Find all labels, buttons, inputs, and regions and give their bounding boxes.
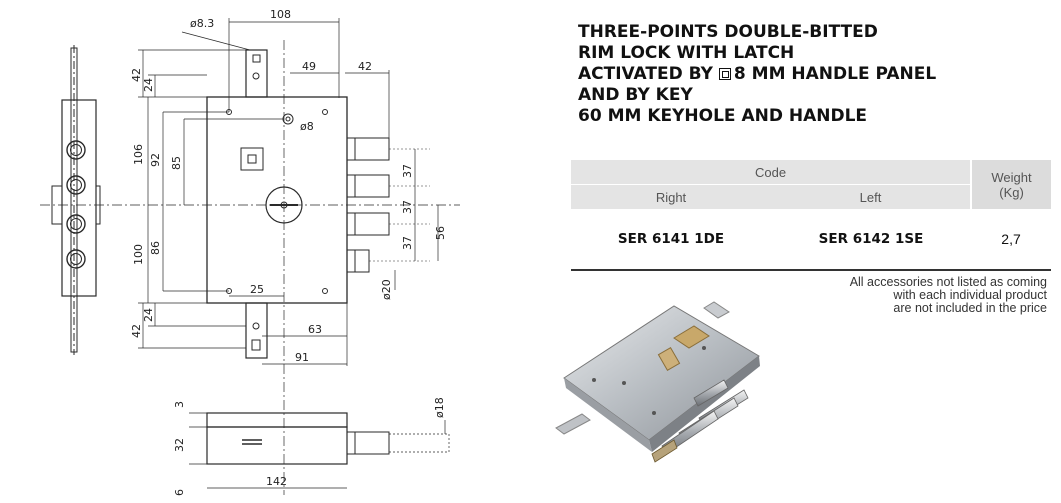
table-row: SER 6141 1DE SER 6142 1SE 2,7 [571, 209, 1052, 271]
dim-d20: ø20 [380, 279, 393, 300]
dim-d63: 63 [308, 323, 322, 336]
dim-d18: ø18 [433, 397, 446, 418]
dim-d56: 56 [434, 226, 447, 240]
title-line-3: ACTIVATED BY 8 MM HANDLE PANEL [578, 64, 1048, 85]
dim-d32: 32 [173, 438, 186, 452]
dim-d42-right: 42 [358, 60, 372, 73]
dim-d37-a: 37 [401, 164, 414, 178]
title-line-1: THREE-POINTS DOUBLE-BITTED [578, 22, 878, 42]
dim-d108: 108 [270, 8, 291, 21]
title-line-5: 60 MM KEYHOLE AND HANDLE [578, 106, 868, 126]
header-left: Left [771, 184, 972, 209]
title-line-2: RIM LOCK WITH LATCH [578, 43, 795, 63]
dim-d106: 106 [132, 144, 145, 165]
dim-d8: ø8 [300, 120, 314, 133]
title-line-3-text: ACTIVATED BY [578, 64, 713, 84]
header-code: Code [571, 160, 972, 185]
title-line-3-tail: 8 MM HANDLE PANEL [733, 64, 937, 84]
note-line-2: with each individual product [893, 288, 1047, 302]
technical-drawing: ø8.3 108 42 24 49 42 ø8 106 92 85 37 37 … [40, 8, 460, 496]
dim-d6: 6 [173, 489, 186, 496]
bottom-view [189, 412, 450, 489]
dim-d92: 92 [149, 153, 162, 167]
product-photo [555, 301, 760, 463]
dim-d49: 49 [302, 60, 316, 73]
dim-d42-top: 42 [130, 68, 143, 82]
side-view [51, 45, 101, 355]
dim-d24-bot: 24 [142, 308, 155, 322]
dim-d25: 25 [250, 283, 264, 296]
front-view [206, 49, 430, 359]
dim-d86: 86 [149, 241, 162, 255]
header-weight-unit: (Kg) [999, 184, 1024, 200]
header-weight: Weight(Kg) [970, 160, 1052, 209]
dim-d37-c: 37 [401, 236, 414, 250]
accessories-note: All accessories not listed as coming wit… [747, 276, 1047, 315]
note-line-1: All accessories not listed as coming [849, 275, 1047, 289]
dim-d24-top: 24 [142, 78, 155, 92]
dim-d142: 142 [266, 475, 287, 488]
dim-d83: ø8.3 [190, 17, 214, 30]
dim-d91: 91 [295, 351, 309, 364]
dim-d85: 85 [170, 156, 183, 170]
product-title: THREE-POINTS DOUBLE-BITTED RIM LOCK WITH… [578, 22, 1048, 127]
dim-d3: 3 [173, 401, 186, 408]
code-right: SER 6141 1DE [571, 209, 771, 271]
dim-d100: 100 [132, 244, 145, 265]
code-left: SER 6142 1SE [771, 209, 972, 271]
title-line-4: AND BY KEY [578, 85, 693, 105]
weight-value: 2,7 [971, 209, 1052, 271]
spec-table: Code Weight(Kg) Right Left SER 6141 1DE … [571, 160, 1052, 271]
square-handle-icon [718, 68, 731, 80]
note-line-3: are not included in the price [893, 301, 1047, 315]
header-weight-label: Weight [991, 169, 1032, 185]
header-right: Right [571, 184, 771, 209]
dim-d42-bot: 42 [130, 324, 143, 338]
dim-d37-b: 37 [401, 200, 414, 214]
